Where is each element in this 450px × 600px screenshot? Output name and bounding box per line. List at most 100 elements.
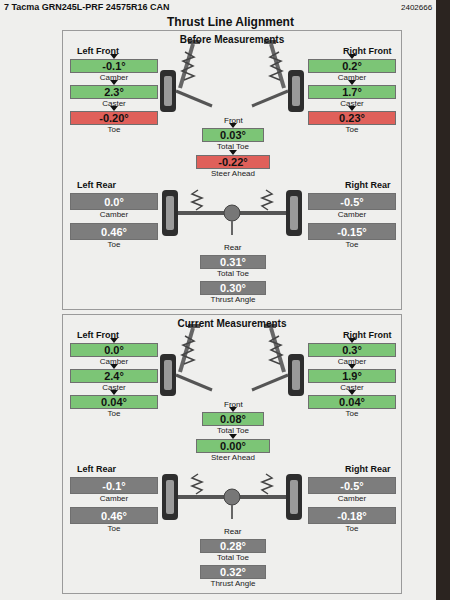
measurement-box: 0.31°Total Toe — [200, 255, 266, 279]
measurement-caption: Camber — [308, 210, 396, 220]
measurement-value: 0.31° — [220, 256, 246, 268]
value-bar: 1.7° — [308, 85, 396, 99]
value-bar: 1.9° — [308, 369, 396, 383]
group-label: Left Rear — [77, 180, 116, 190]
group-label: Right Rear — [345, 464, 391, 474]
group-label: Left Rear — [77, 464, 116, 474]
value-bar: 0.28° — [200, 539, 266, 553]
measurement-value: -0.20° — [99, 112, 128, 124]
measurement-panel: Before Measurements-0.1°Camber2.3°Caster… — [62, 30, 402, 310]
header-text: 2402666 — [401, 3, 432, 12]
value-bar: -0.1° — [70, 477, 158, 494]
measurement-value: 2.4° — [104, 370, 124, 382]
value-bar: -0.22° — [196, 155, 270, 169]
value-bar: -0.18° — [308, 507, 396, 524]
measurement-value: 0.04° — [339, 396, 365, 408]
measurement-caption: Steer Ahead — [196, 453, 270, 463]
group-label: Rear — [224, 527, 241, 536]
value-bar: -0.5° — [308, 477, 396, 494]
measurement-box: -0.20°Toe — [70, 111, 158, 135]
measurement-value: 0.28° — [220, 540, 246, 552]
measurement-box: -0.22°Steer Ahead — [196, 155, 270, 179]
measurement-value: 0.30° — [220, 282, 246, 294]
group-label: Left Front — [77, 330, 119, 340]
measurement-value: 0.03° — [220, 129, 246, 141]
measurement-value: 0.08° — [220, 413, 246, 425]
group-label: Front — [224, 116, 243, 125]
measurement-caption: Camber — [70, 210, 158, 220]
measurement-caption: Toe — [70, 524, 158, 534]
value-bar: 2.4° — [70, 369, 158, 383]
measurement-box: 0.28°Total Toe — [200, 539, 266, 563]
value-bar: 0.04° — [70, 395, 158, 409]
measurement-value: 0.00° — [220, 440, 246, 452]
panel-heading: Before Measurements — [63, 34, 401, 45]
group-label: Right Front — [343, 46, 392, 56]
measurement-box: 0.30°Thrust Angle — [200, 281, 266, 305]
value-bar: 2.3° — [70, 85, 158, 99]
group-label: Front — [224, 400, 243, 409]
value-bar: 0.23° — [308, 111, 396, 125]
measurement-value: -0.22° — [218, 156, 247, 168]
measurement-caption: Steer Ahead — [196, 169, 270, 179]
measurement-value: 1.7° — [342, 86, 362, 98]
measurement-box: 0.00°Steer Ahead — [196, 439, 270, 463]
panel-heading: Current Measurements — [63, 318, 401, 329]
measurement-box: 0.46°Toe — [70, 223, 158, 250]
measurement-box: 0.46° Toe — [70, 507, 158, 534]
value-bar: 0.3° — [308, 343, 396, 357]
measurement-value: 0.04° — [101, 396, 127, 408]
measurement-value: -0.15° — [337, 226, 366, 238]
measurement-value: 0.32° — [220, 566, 246, 578]
measurement-box: 0.0° Camber — [70, 193, 158, 220]
measurement-value: 0.2° — [342, 60, 362, 72]
measurement-panel: Current Measurements0.0°Camber2.4°Caster… — [62, 314, 402, 594]
measurement-value: 0.0° — [104, 344, 124, 356]
measurement-value: 0.0° — [104, 196, 124, 208]
measurement-caption: Toe — [308, 524, 396, 534]
measurement-box: -0.5°Camber — [308, 477, 396, 504]
measurement-caption: Toe — [70, 125, 158, 135]
measurement-value: -0.1° — [102, 480, 125, 492]
group-label: Left Front — [77, 46, 119, 56]
header-text: 7 Tacma GRN245L-PRF 24575R16 CAN — [4, 2, 169, 12]
value-bar: 0.46° — [70, 507, 158, 524]
measurement-caption: Thrust Angle — [200, 579, 266, 589]
value-bar: -0.1° — [70, 59, 158, 73]
measurement-caption: Toe — [308, 409, 396, 419]
value-bar: 0.04° — [308, 395, 396, 409]
measurement-box: -0.18° Toe — [308, 507, 396, 534]
measurement-caption: Camber — [308, 494, 396, 504]
value-bar: 0.46° — [70, 223, 158, 240]
measurement-value: 2.3° — [104, 86, 124, 98]
measurement-caption: Total Toe — [200, 269, 266, 279]
measurement-box: 0.03°Total Toe — [202, 128, 264, 152]
measurement-value: 0.3° — [342, 344, 362, 356]
measurement-box: 0.32°Thrust Angle — [200, 565, 266, 589]
measurement-value: 0.46° — [101, 510, 127, 522]
value-bar: 0.2° — [308, 59, 396, 73]
measurement-value: -0.18° — [337, 510, 366, 522]
group-label: Rear — [224, 243, 241, 252]
measurement-box: 0.04°Toe — [308, 395, 396, 419]
measurement-box: 0.23°Toe — [308, 111, 396, 135]
page-title: Thrust Line Alignment — [167, 15, 294, 29]
value-bar: 0.32° — [200, 565, 266, 579]
measurement-box: -0.5° Camber — [308, 193, 396, 220]
group-label: Right Front — [343, 330, 392, 340]
value-bar: 0.31° — [200, 255, 266, 269]
value-bar: 0.30° — [200, 281, 266, 295]
measurement-caption: Toe — [308, 240, 396, 250]
measurement-caption: Thrust Angle — [200, 295, 266, 305]
measurement-value: -0.1° — [102, 60, 125, 72]
value-bar: 0.0° — [70, 343, 158, 357]
measurement-box: -0.15° Toe — [308, 223, 396, 250]
group-label: Right Rear — [345, 180, 391, 190]
measurement-value: -0.5° — [340, 196, 363, 208]
value-bar: -0.20° — [70, 111, 158, 125]
value-bar: -0.5° — [308, 193, 396, 210]
measurement-caption: Toe — [70, 240, 158, 250]
value-bar: 0.0° — [70, 193, 158, 210]
measurement-value: 1.9° — [342, 370, 362, 382]
measurement-caption: Total Toe — [200, 553, 266, 563]
